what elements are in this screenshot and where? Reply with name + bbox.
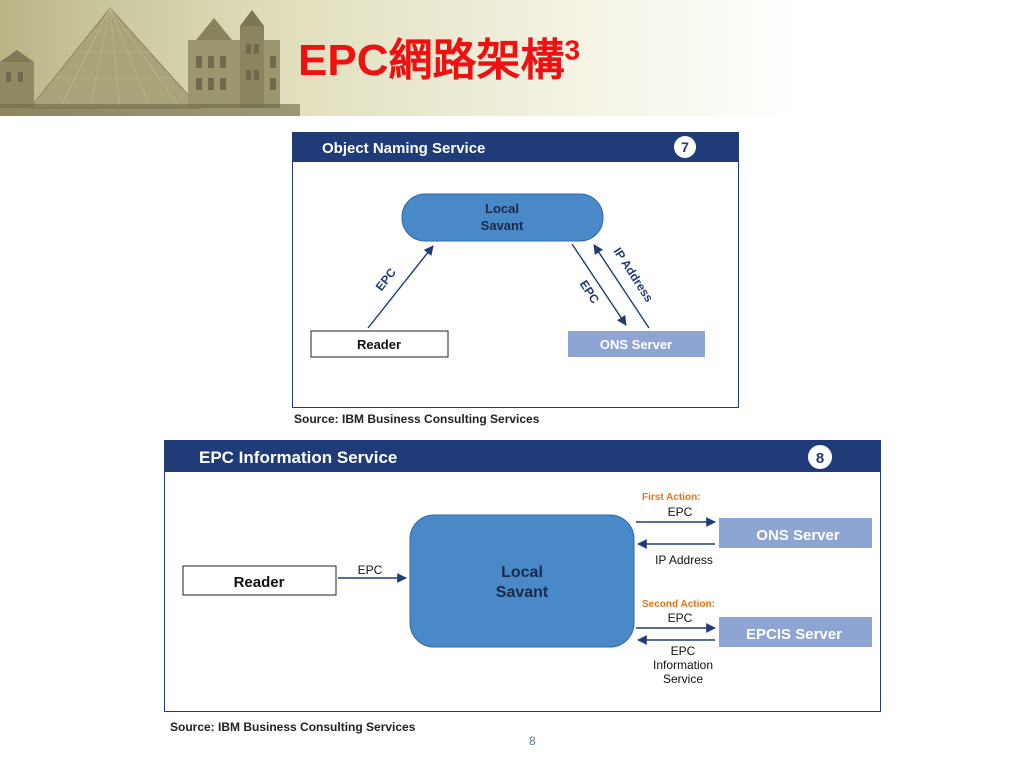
savant-to-ons-arrow [571,243,627,326]
epcis-server-label: EPCIS Server [746,626,842,643]
diagram-frame [292,132,739,408]
ip-address-arrow-label: IP Address [655,553,713,567]
ons-server-node [568,331,705,357]
diagram-header-bar [292,132,739,162]
slide-title-superscript: 3 [564,34,581,66]
object-naming-service-diagram: Object Naming Service 7 Local Savant Rea… [292,132,739,408]
figure-number-text: 7 [681,139,689,155]
local-savant-node [401,193,604,242]
diagram-header-bar [164,440,881,472]
ons-server-label: ONS Server [600,337,672,352]
page-number: 8 [529,734,536,748]
epc-info-label-line1: EPC [671,644,696,658]
ons-server-label: ONS Server [756,527,840,544]
reader-label: Reader [234,574,285,591]
reader-epc-arrow-label: EPC [358,563,383,577]
slide-title-text: EPC網路架構 [298,36,565,85]
reader-label: Reader [357,337,401,352]
second-epc-arrow-label: EPC [668,611,693,625]
epc-info-label-line2: Information [653,658,713,672]
first-epc-arrow-label: EPC [668,505,693,519]
second-action-label: Second Action: [642,599,715,610]
local-savant-label-line2: Savant [481,218,524,233]
figure-number-text: 8 [816,450,824,467]
first-action-label: First Action: [642,492,701,503]
reader-node [182,565,337,596]
louvre-banner-image [0,0,300,116]
local-savant-label-line1: Local [485,201,519,216]
epcis-server-node [719,617,872,647]
figure-number-badge [808,445,832,469]
reader-to-savant-arrow [367,245,434,329]
figure8-source-caption: Source: IBM Business Consulting Services [170,720,416,734]
slide-title: EPC網路架構3 [298,33,580,89]
local-savant-label-line2: Savant [496,584,549,601]
diagram-header-title: EPC Information Service [199,448,397,467]
header-banner [0,0,1024,116]
ons-server-node [719,518,872,548]
local-savant-node [409,514,635,648]
epc-information-service-diagram: EPC Information Service 8 Reader EPC Loc… [164,440,881,712]
diagram-header-title: Object Naming Service [322,140,485,157]
local-savant-label-line1: Local [501,564,543,581]
figure7-source-caption: Source: IBM Business Consulting Services [294,412,540,426]
epc-info-label-line3: Service [663,672,703,686]
ons-to-savant-arrow [593,244,650,329]
figure-number-badge [674,136,696,158]
reader-node [310,330,449,358]
